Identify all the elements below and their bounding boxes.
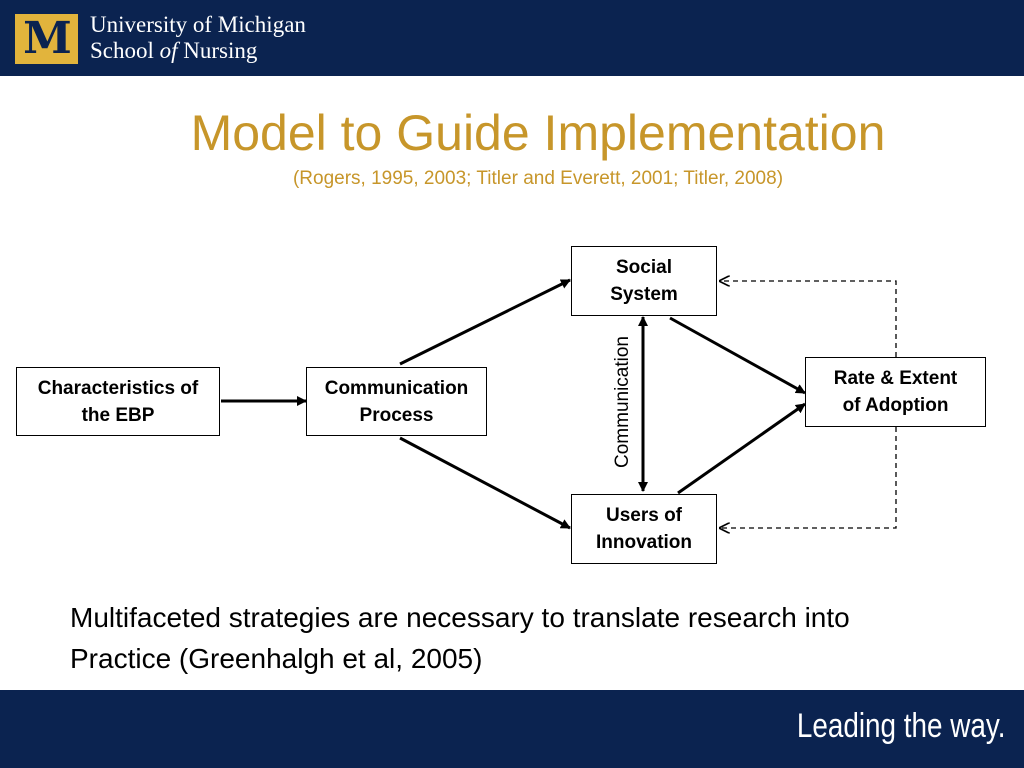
brand-line-2-post: Nursing	[177, 38, 258, 63]
node-adoption-line-2: of Adoption	[842, 395, 949, 416]
arrow-process-to-social	[399, 278, 571, 366]
node-social-line-2: System	[610, 284, 678, 305]
node-characteristics-ebp: Characteristics of the EBP	[16, 367, 220, 436]
logo-letter: M	[23, 13, 72, 64]
footer-bar: Leading the way.	[0, 690, 1024, 768]
brand-line-2: School of Nursing	[90, 38, 306, 64]
body-line-1: Multifaceted strategies are necessary to…	[70, 602, 850, 633]
block-m-logo: M	[15, 14, 78, 64]
node-users-of-innovation: Users of Innovation	[571, 494, 717, 564]
header-bar: M University of Michigan School of Nursi…	[0, 0, 1024, 76]
node-social-line-1: Social	[616, 257, 672, 278]
node-process-line-1: Communication	[324, 377, 469, 399]
slide-title: Model to Guide Implementation	[190, 105, 886, 161]
feedback-adoption-to-users	[720, 427, 897, 528]
node-characteristics-line-2: the EBP	[81, 404, 155, 426]
brand-line-1: University of Michigan	[90, 12, 306, 37]
brand-line-2-pre: School	[90, 38, 160, 63]
node-users-line-1: Users of	[605, 505, 683, 526]
node-process-line-2: Process	[359, 404, 434, 426]
body-text: Multifaceted strategies are necessary to…	[70, 597, 1024, 679]
arrow-social-to-adoption	[669, 316, 806, 395]
edge-label-communication: Communication	[612, 336, 633, 468]
body-line-2: Practice (Greenhalgh et al, 2005)	[70, 643, 483, 674]
node-characteristics-line-1: Characteristics of	[37, 377, 199, 399]
institution-name: University of Michigan School of Nursing	[90, 12, 306, 64]
slide-subtitle: (Rogers, 1995, 2003; Titler and Everett,…	[292, 168, 784, 189]
footer-tagline: Leading the way.	[797, 707, 1006, 745]
brand-line-2-italic: of	[159, 38, 178, 63]
node-users-line-2: Innovation	[595, 532, 693, 553]
node-rate-extent-adoption: Rate & Extent of Adoption	[805, 357, 986, 427]
node-adoption-line-1: Rate & Extent	[833, 368, 958, 389]
arrow-process-to-users	[399, 436, 571, 530]
arrow-users-to-adoption	[677, 402, 806, 495]
feedback-adoption-to-social	[720, 281, 897, 357]
